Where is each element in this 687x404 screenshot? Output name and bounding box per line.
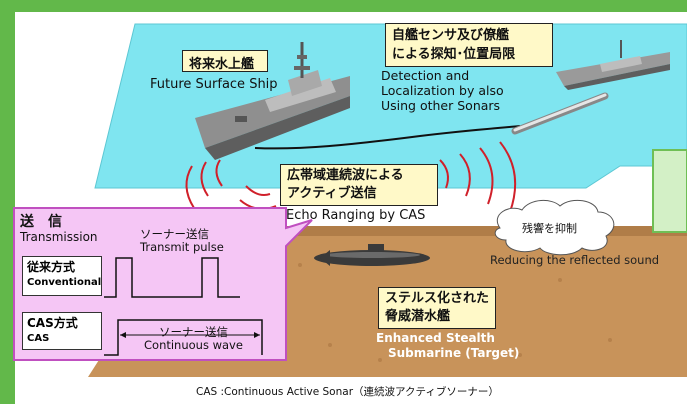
submarine-callout: ステルス化された 脅威潜水艦 <box>378 287 496 329</box>
detection-callout: 自艦センサ及び僚艦 による探知･位置局限 <box>385 23 553 67</box>
reverb-cloud-text: 残響を抑制 <box>522 222 577 235</box>
active-callout: 広帯域連続波による アクティブ送信 <box>280 164 438 206</box>
echo-ranging-text: Echo Ranging by CAS <box>286 208 426 223</box>
green-arrow <box>652 149 687 233</box>
sonar-waves-far <box>439 141 517 213</box>
transmission-title: 送 信 <box>20 214 62 230</box>
detection-text-en: Detection and Localization by also Using… <box>381 68 504 113</box>
tow-cable <box>254 125 521 150</box>
submarine-text-en: Enhanced Stealth Submarine (Target) <box>376 331 520 360</box>
transmission-title-en: Transmission <box>20 230 98 244</box>
future-surface-ship <box>195 42 350 160</box>
cw-waveform <box>104 319 263 356</box>
conventional-box: 従来方式 Conventional <box>22 256 102 296</box>
escort-ship <box>556 40 670 90</box>
surface-ship-label-en: Future Surface Ship <box>150 77 278 92</box>
surface-ship-label: 将来水上艦 <box>182 50 268 72</box>
pulse-waveform <box>104 257 240 298</box>
pulse-label: ソーナー送信 Transmit pulse <box>140 227 224 254</box>
reverb-cloud <box>494 199 615 256</box>
cw-label: ソーナー送信 Continuous wave <box>144 325 243 352</box>
reverb-text-en: Reducing the reflected sound <box>490 253 660 267</box>
footnote: CAS :Continuous Active Sonar（連続波アクティブソーナ… <box>196 386 499 398</box>
cas-box: CAS方式 CAS <box>22 312 102 350</box>
submarine <box>314 244 430 266</box>
